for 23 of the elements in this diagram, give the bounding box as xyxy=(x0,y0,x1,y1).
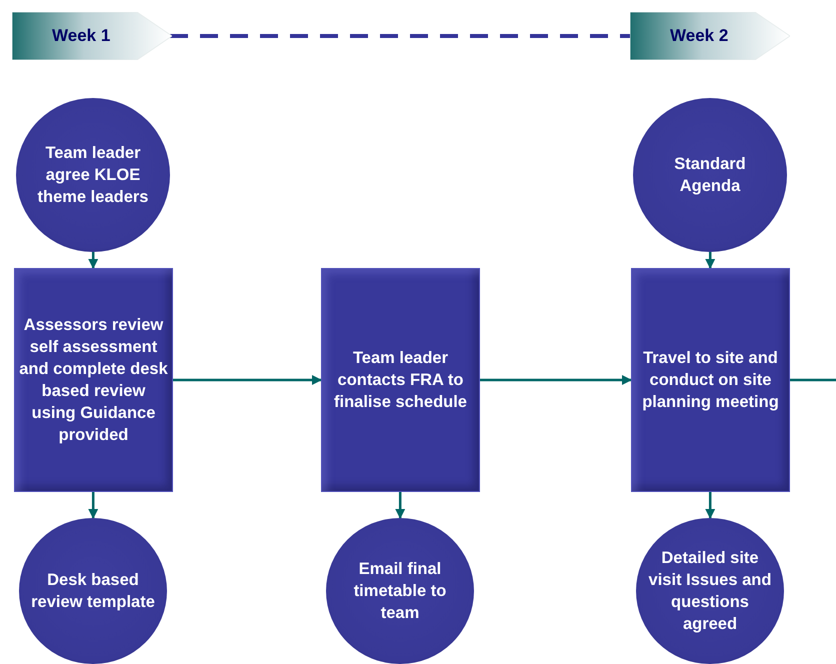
arrow xyxy=(88,252,98,269)
arrow xyxy=(705,252,716,269)
node-label: Travel to site and conduct on site planning meeting xyxy=(641,348,780,413)
week-banner xyxy=(630,12,790,60)
node-label: Standard Agenda xyxy=(673,154,747,197)
process-box xyxy=(631,268,790,492)
arrow xyxy=(395,492,406,519)
node-label: Week 2 xyxy=(670,25,728,47)
week-banner xyxy=(12,12,172,60)
process-box xyxy=(321,268,480,492)
node-label: Email final timetable to team xyxy=(352,559,448,624)
node-label: Week 1 xyxy=(52,25,110,47)
arrow xyxy=(173,375,322,385)
arrow xyxy=(88,492,98,519)
arrow xyxy=(705,492,716,519)
dashed-timeline-line xyxy=(170,34,630,38)
node-label: Team leader agree KLOE theme leaders xyxy=(36,143,150,208)
node-label: Team leader contacts FRA to finalise schedule xyxy=(333,348,468,413)
process-box xyxy=(14,268,173,492)
node-label: Desk based review template xyxy=(30,570,156,613)
node-label: Detailed site visit Issues and questions agreed xyxy=(648,548,772,635)
arrow xyxy=(480,375,632,385)
node-label: Assessors review self assessment and complete desk based review using Guidance provided xyxy=(18,315,169,446)
